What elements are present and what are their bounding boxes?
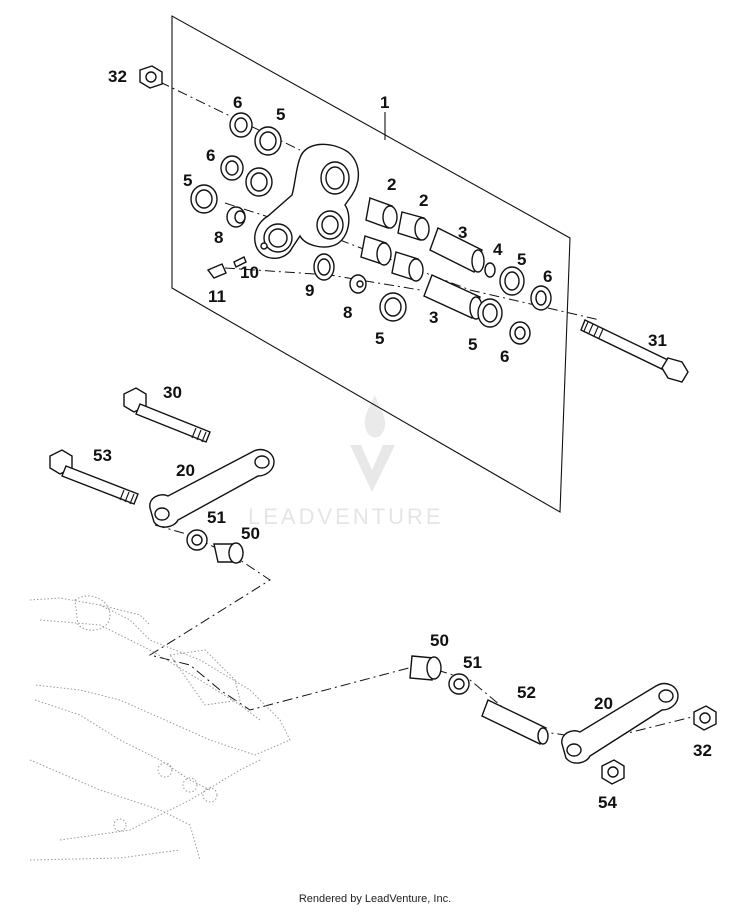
assembly-axes <box>148 81 701 741</box>
seal-5b <box>245 167 273 197</box>
seal-51-top <box>186 529 208 551</box>
nipple-11 <box>206 263 227 279</box>
callout-2b: 2 <box>419 191 428 210</box>
watermark-flame-icon <box>364 395 386 438</box>
bolt-53 <box>49 449 139 505</box>
callout-50b: 50 <box>430 631 449 650</box>
grease-nipple-8a <box>226 206 246 228</box>
callout-53: 53 <box>93 446 112 465</box>
callout-32a: 32 <box>108 67 127 86</box>
frame-outline <box>29 595 291 861</box>
callout-5e: 5 <box>468 335 477 354</box>
needle-bearing-2d <box>391 251 424 282</box>
callout-6d: 6 <box>500 347 509 366</box>
callout-54: 54 <box>598 793 617 812</box>
sleeve-52 <box>481 699 549 745</box>
callout-4: 4 <box>493 240 503 259</box>
seal-6a <box>229 112 253 138</box>
seal-51-bottom <box>448 673 470 695</box>
needle-bearing-2b <box>397 211 430 241</box>
callout-6b: 6 <box>206 146 215 165</box>
footer-credit: Rendered by LeadVenture, Inc. <box>298 893 452 905</box>
bearing-50-bottom <box>409 655 442 681</box>
ring-4 <box>484 262 496 278</box>
needle-bearing-2a <box>365 197 398 229</box>
callout-51b: 51 <box>463 653 482 672</box>
callout-5d: 5 <box>375 329 384 348</box>
callout-51a: 51 <box>207 508 226 527</box>
callout-8a: 8 <box>214 228 223 247</box>
callout-1: 1 <box>380 93 389 112</box>
seal-5d <box>499 266 525 296</box>
callout-30: 30 <box>163 383 182 402</box>
callout-6c: 6 <box>543 267 552 286</box>
nut-32-bottom <box>693 705 717 731</box>
callout-50a: 50 <box>241 524 260 543</box>
nut-54 <box>601 759 625 785</box>
callout-10: 10 <box>240 263 259 282</box>
callout-5c: 5 <box>517 250 526 269</box>
seal-6b <box>220 155 244 181</box>
callout-5a: 5 <box>276 105 285 124</box>
callout-9: 9 <box>305 281 314 300</box>
assembly-frame <box>171 15 571 513</box>
callout-3b: 3 <box>429 308 438 327</box>
callout-20b: 20 <box>594 694 613 713</box>
needle-bearing-2c <box>360 235 392 266</box>
seal-5c <box>190 184 218 214</box>
callout-2a: 2 <box>387 175 396 194</box>
pivot-lever <box>254 143 359 259</box>
callout-labels: 1 2 2 3 3 4 5 5 5 5 5 6 6 6 6 8 8 9 10 1… <box>93 67 712 812</box>
callout-20a: 20 <box>176 461 195 480</box>
nut-32-top <box>139 65 163 89</box>
seal-5f <box>477 298 503 328</box>
watermark-brand: LEADVENTURE <box>248 504 444 529</box>
watermark: LEADVENTURE <box>248 395 444 529</box>
screw-10 <box>233 256 247 268</box>
bolt-31 <box>580 319 689 383</box>
bolt-30 <box>123 387 211 443</box>
callout-32b: 32 <box>693 741 712 760</box>
link-arm-20-top <box>149 448 275 528</box>
seal-5e <box>379 292 407 322</box>
link-arm-20-bottom <box>561 682 679 764</box>
bushing-9 <box>313 253 335 281</box>
callout-11: 11 <box>208 287 226 306</box>
callout-5b: 5 <box>183 171 192 190</box>
bearing-50-top <box>213 542 244 564</box>
sleeve-3a <box>429 227 485 273</box>
callout-6a: 6 <box>233 93 242 112</box>
seal-6d <box>509 321 531 345</box>
callout-8b: 8 <box>343 303 352 322</box>
seal-6c <box>530 285 552 311</box>
seal-5a <box>254 126 282 156</box>
callout-31: 31 <box>648 331 667 350</box>
watermark-v-icon <box>350 445 395 492</box>
callout-52: 52 <box>517 683 536 702</box>
callout-3a: 3 <box>458 223 467 242</box>
cap-8b <box>349 274 367 294</box>
